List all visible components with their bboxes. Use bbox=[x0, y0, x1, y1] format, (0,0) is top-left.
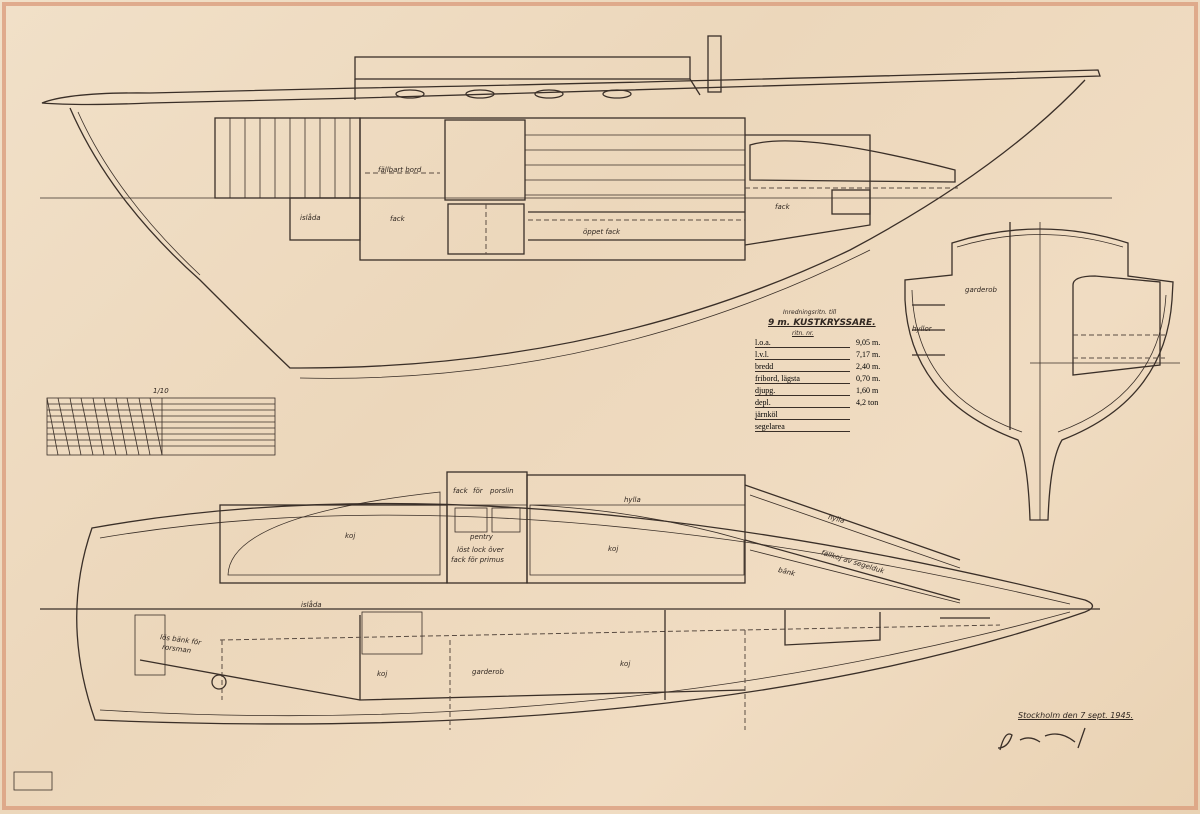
label-hyllor: hyllor bbox=[912, 325, 932, 333]
spec-label: l.o.a. bbox=[755, 338, 850, 348]
label-garderob: garderob bbox=[965, 286, 997, 294]
cross-section bbox=[904, 222, 1180, 521]
label-fack-porslin: för bbox=[473, 487, 483, 495]
spec-row: depl. 4,2 ton bbox=[755, 398, 895, 408]
spec-label: depl. bbox=[755, 398, 850, 408]
label-garderob: garderob bbox=[472, 668, 504, 676]
spec-label: järnköl bbox=[755, 410, 850, 420]
spec-label: segelarea bbox=[755, 422, 850, 432]
spec-value: 7,17 m. bbox=[856, 350, 881, 359]
plan-view bbox=[40, 471, 1100, 730]
label-pentry: pentry bbox=[470, 533, 493, 541]
spec-value: 0,70 m. bbox=[856, 374, 881, 383]
label-fack-porslin: fack bbox=[453, 487, 468, 495]
cabin-roof bbox=[354, 56, 691, 80]
spec-row: järnköl bbox=[755, 410, 895, 420]
spec-row: djupg. 1,60 m bbox=[755, 386, 895, 396]
label-islada: islåda bbox=[300, 214, 321, 222]
drawing-number-label: ritn. nr. bbox=[792, 330, 814, 337]
label-islada: islåda bbox=[301, 601, 322, 609]
spec-value: 1,60 m bbox=[856, 386, 879, 395]
spec-row: l.o.a. 9,05 m. bbox=[755, 338, 895, 348]
spec-label: l.v.l. bbox=[755, 350, 850, 360]
porthole bbox=[465, 89, 495, 99]
label-fack-porslin: porslin bbox=[490, 487, 514, 495]
spec-label: djupg. bbox=[755, 386, 850, 396]
title: 9 m. KUSTKRYSSARE. bbox=[768, 318, 876, 328]
label-koj: koj bbox=[377, 670, 388, 678]
label-koj: koj bbox=[620, 660, 631, 668]
porthole bbox=[534, 89, 564, 99]
spec-label: fribord, lägsta bbox=[755, 374, 850, 384]
spec-row: segelarea bbox=[755, 422, 895, 432]
mast-stub bbox=[707, 35, 722, 93]
spec-row: bredd 2,40 m. bbox=[755, 362, 895, 372]
porthole bbox=[395, 89, 425, 99]
scale-label: 1/10 bbox=[153, 387, 169, 395]
label-primus: fack för primus bbox=[451, 556, 504, 564]
label-fallbart-bord: fällbart bord bbox=[378, 166, 422, 174]
label-fack: fack bbox=[390, 215, 405, 223]
scale-bar bbox=[46, 397, 276, 456]
label-primus: löst lock över bbox=[457, 546, 504, 554]
sheer-deck bbox=[41, 69, 1101, 106]
spec-row: fribord, lägsta 0,70 m. bbox=[755, 374, 895, 384]
label-koj: koj bbox=[608, 545, 619, 553]
spec-value bbox=[850, 410, 856, 420]
spec-value bbox=[850, 422, 856, 432]
spec-value: 2,40 m. bbox=[856, 362, 881, 371]
spec-label: bredd bbox=[755, 362, 850, 372]
profile-view bbox=[40, 35, 1112, 379]
spec-row: l.v.l. 7,17 m. bbox=[755, 350, 895, 360]
signature-image bbox=[997, 727, 1086, 751]
label-koj: koj bbox=[345, 532, 356, 540]
label-fack-2: fack bbox=[775, 203, 790, 211]
porthole bbox=[602, 89, 632, 99]
spec-value: 9,05 m. bbox=[856, 338, 881, 347]
title-subtitle: Inredningsritn. till bbox=[783, 309, 837, 316]
label-hylla: hylla bbox=[624, 496, 641, 504]
hull-bottom bbox=[69, 79, 1086, 369]
archive-stamp bbox=[13, 771, 53, 791]
label-oppet-fack: öppet fack bbox=[583, 228, 621, 236]
spec-value: 4,2 ton bbox=[856, 398, 879, 407]
place-date: Stockholm den 7 sept. 1945. bbox=[1018, 711, 1134, 720]
